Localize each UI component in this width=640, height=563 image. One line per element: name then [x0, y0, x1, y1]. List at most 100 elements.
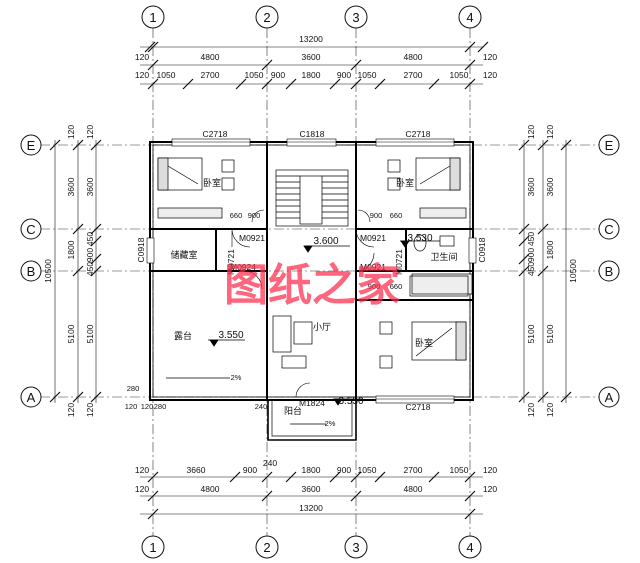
dim-top-w5: 1800	[302, 70, 321, 80]
door-label-2: M0924	[230, 262, 256, 272]
small-dim-900-right: 900	[370, 211, 383, 220]
dim-top-edge-left: 120	[135, 52, 149, 62]
dim-top-w8: 2700	[404, 70, 423, 80]
bottom-dimensions: 240 120 3660 900 1800 900 1050 2700 1050…	[135, 458, 497, 513]
dim-bottom-w7: 1050	[450, 465, 469, 475]
dim-right-sub-edge-top: 120	[526, 125, 536, 139]
dim-left-bay-2: 1800	[66, 240, 76, 259]
dim-bottom-w2: 900	[243, 465, 257, 475]
room-bedroom-top-left: 卧室	[203, 177, 221, 188]
top-dimensions: 13200 120 4800 3600 4800 120 120 1050 27…	[135, 34, 497, 80]
dimension-ticks	[49, 41, 572, 520]
axis-label-2-top: 2	[263, 10, 270, 25]
slope-terrace: 2%	[231, 373, 242, 382]
axis-bubbles	[20, 5, 620, 559]
level-hall: 3.600	[313, 236, 338, 247]
hall-sofa	[272, 315, 292, 353]
level-terrace: 3.550	[218, 330, 243, 341]
small-dim-900-left: 900	[248, 211, 261, 220]
dim-top-edge-right: 120	[483, 52, 497, 62]
axis-label-4-bottom: 4	[466, 540, 473, 555]
dim-bottom-w4: 900	[337, 465, 351, 475]
window-label-top-left: C2718	[202, 129, 227, 139]
dim-right-sub-4: 450	[526, 262, 536, 276]
room-bath: 卫生间	[430, 251, 457, 262]
dim-bottom-w1: 3660	[187, 465, 206, 475]
dim-bottom-w3: 1800	[302, 465, 321, 475]
left-dimensions: 10500 3600 1800 5100 120 120 3600 450 90…	[43, 125, 146, 417]
small-dim-660-left: 660	[230, 211, 243, 220]
axis-label-b-right: B	[605, 264, 614, 279]
furniture	[157, 157, 473, 369]
level-texts: 3.600 3.550 3.530 3.550	[218, 233, 432, 407]
dim-left-edge-bottom: 120	[66, 403, 76, 417]
dim-top-bay-1: 4800	[201, 52, 220, 62]
room-bedroom-top-right: 卧室	[396, 177, 414, 188]
dim-left-bay-3: 5100	[66, 324, 76, 343]
axis-label-3-bottom: 3	[352, 540, 359, 555]
level-balcony: 3.550	[338, 396, 363, 407]
toilet	[413, 234, 427, 252]
axis-label-b-left: B	[27, 264, 36, 279]
small-dim-280-b: 280	[154, 402, 167, 411]
small-dim-120-a: 120	[125, 402, 138, 411]
window-label-top-mid: C1818	[299, 129, 324, 139]
level-bath: 3.530	[407, 233, 432, 244]
dim-right-total: 10500	[568, 259, 578, 283]
door-label-1: M0921	[239, 233, 265, 243]
dim-right-sub-3: 900	[526, 248, 536, 262]
dim-bottom-edge-right: 120	[483, 465, 497, 475]
dim-bottom-240: 240	[263, 458, 277, 468]
dim-left-total: 10500	[43, 259, 53, 283]
dim-right-sub-1: 3600	[526, 177, 536, 196]
dim-top-w3: 1050	[245, 70, 264, 80]
walls	[149, 141, 474, 401]
small-dim-660-mid: 660	[390, 282, 403, 291]
right-dimensions: 10500 3600 1800 5100 120 120 3600 450 90…	[477, 125, 578, 417]
small-dim-900-mid: 900	[368, 282, 381, 291]
staircase	[275, 169, 349, 227]
dim-top-bay-2: 3600	[302, 52, 321, 62]
door-label-7: M0721	[394, 249, 404, 275]
dim-left-bay-1: 3600	[66, 177, 76, 196]
dim-top-w9: 1050	[450, 70, 469, 80]
axis-label-c-right: C	[604, 222, 613, 237]
axis-label-e-left: E	[27, 138, 36, 153]
dim-left-sub-edge-bottom: 120	[85, 403, 95, 417]
window-right-c0918: C0918	[477, 237, 487, 262]
axis-label-2-bottom: 2	[263, 540, 270, 555]
dim-left-sub-4: 450	[85, 262, 95, 276]
axis-label-1-top: 1	[149, 10, 156, 25]
dim-bottom-w5: 1050	[358, 465, 377, 475]
dim-top-w6: 900	[337, 70, 351, 80]
dim-bottom-edge-left: 120	[135, 465, 149, 475]
dim-top-w1: 1050	[157, 70, 176, 80]
axis-label-a-right: A	[605, 390, 614, 405]
room-hall: 小厅	[313, 322, 331, 332]
small-dim-660-right: 660	[390, 211, 403, 220]
dim-right-edge-bottom: 120	[545, 403, 555, 417]
axis-label-4-top: 4	[466, 10, 473, 25]
dim-right-sub-5: 5100	[526, 324, 536, 343]
watermark-text: 图纸之家	[224, 260, 400, 311]
dim-top-w2: 2700	[201, 70, 220, 80]
dim-left-edge-top: 120	[66, 125, 76, 139]
dim-right-bay-1: 3600	[545, 177, 555, 196]
dim-bottom-edge-left-2: 120	[135, 484, 149, 494]
dim-top-edge-right-2: 120	[483, 70, 497, 80]
balcony-outline	[267, 400, 357, 441]
dim-right-sub-2: 450	[526, 232, 536, 246]
dim-top-total: 13200	[299, 34, 323, 44]
windows-top	[146, 138, 477, 404]
axis-label-e-right: E	[605, 138, 614, 153]
dim-bottom-bay-3: 4800	[404, 484, 423, 494]
room-terrace: 露台	[174, 330, 192, 341]
room-labels: 卧室 卧室 卧室 储藏室 露台 小厅 阳台 卫生间	[170, 177, 457, 416]
level-markers	[166, 240, 440, 425]
window-label-bottom-right: C2718	[405, 402, 430, 412]
axis-label-3-top: 3	[352, 10, 359, 25]
slope-balcony: 2%	[325, 419, 336, 428]
small-dimensions: 660 900 900 660 900 660 280 120 120 280 …	[125, 211, 403, 411]
small-dim-120-b: 120	[141, 402, 154, 411]
